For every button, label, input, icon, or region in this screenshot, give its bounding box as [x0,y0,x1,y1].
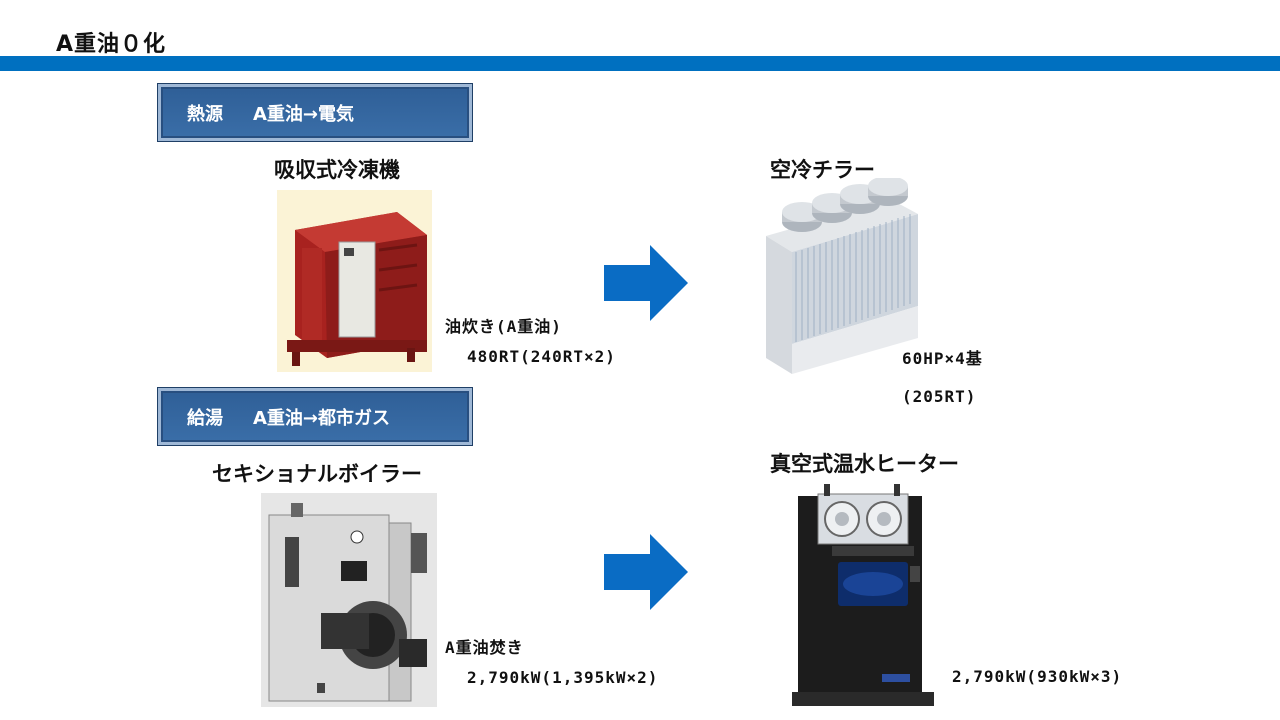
section-label-a: 熱源 [187,103,223,125]
sectional-boiler-image [261,493,437,707]
after-equipment-name: 真空式温水ヒーター [770,452,959,476]
page-title: A重油０化 [56,32,167,57]
before-spec-line2: 480RT(240RT×2) [467,347,616,366]
before-equipment-name: 吸収式冷凍機 [274,158,400,182]
air-cooled-chiller-image [762,178,922,378]
after-spec: 60HP×4基 (205RT) [902,340,983,416]
arrow-right-icon [604,534,688,610]
section-label-b: A重油→都市ガス [253,407,391,429]
before-spec: A重油焚き 2,790kW(1,395kW×2) [445,633,658,693]
vacuum-water-heater-image [792,484,934,712]
arrow-right-icon [604,245,688,321]
after-spec-line2: (205RT) [902,387,977,406]
after-spec-line1: 2,790kW(930kW×3) [952,667,1123,686]
after-equipment-name: 空冷チラー [770,158,875,182]
before-spec-line1: A重油焚き [445,638,524,657]
after-spec: 2,790kW(930kW×3) [952,662,1122,692]
absorption-chiller-image [277,190,432,372]
before-equipment-name: セキショナルボイラー [212,462,422,486]
after-spec-line1: 60HP×4基 [902,349,983,368]
section-label-hot-water: 給湯 A重油→都市ガス [157,387,473,446]
section-label-b: A重油→電気 [253,103,355,125]
section-label-heat-source: 熱源 A重油→電気 [157,83,473,142]
before-spec-line1: 油炊き(A重油) [445,317,562,336]
before-spec-line2: 2,790kW(1,395kW×2) [467,668,659,687]
section-label-a: 給湯 [187,407,223,429]
header-accent-bar [0,56,1280,71]
before-spec: 油炊き(A重油) 480RT(240RT×2) [445,312,616,372]
